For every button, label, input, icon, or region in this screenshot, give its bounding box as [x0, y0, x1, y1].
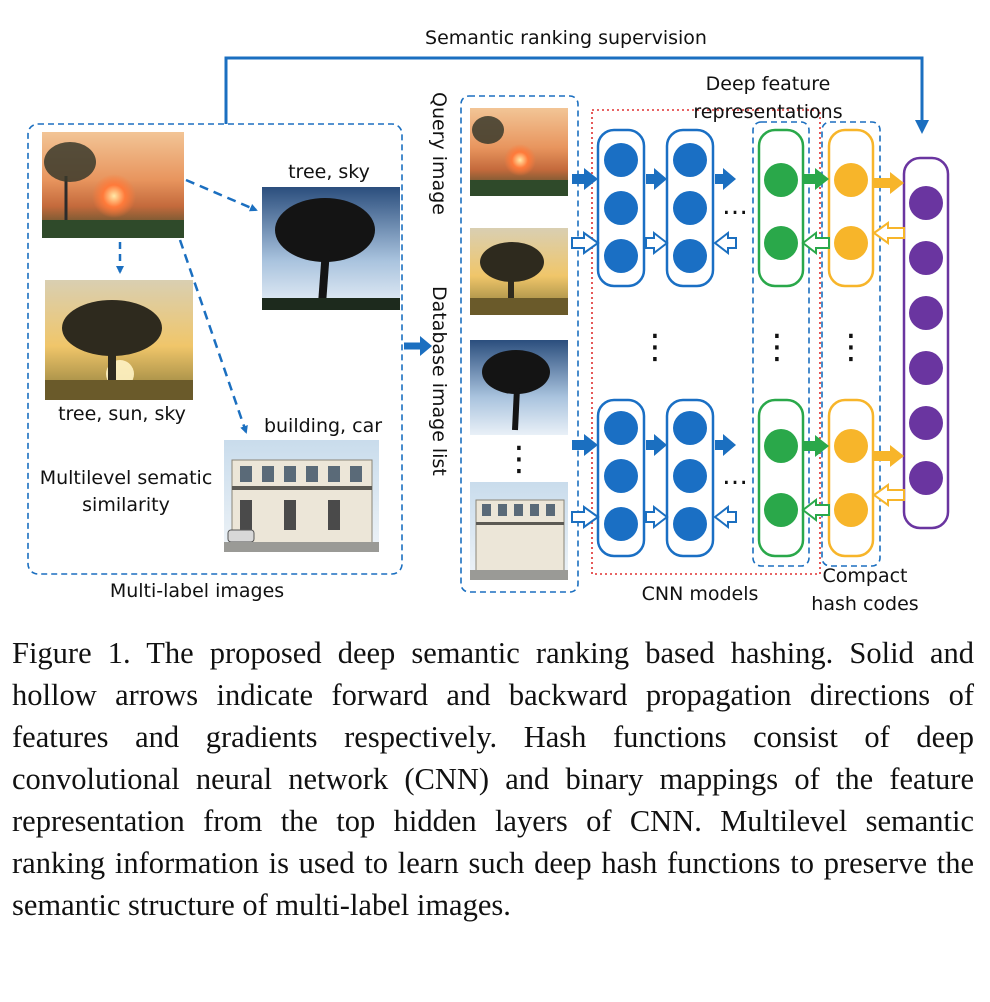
cnn-layer-2-top	[665, 128, 715, 288]
image-meadow-tree	[45, 280, 193, 400]
similarity-arrow-right	[185, 178, 258, 212]
forward-arrows-bottom	[572, 434, 736, 456]
figure-caption: Figure 1. The proposed deep semantic ran…	[12, 636, 974, 922]
forward-arrows-top	[572, 168, 736, 190]
multi-label-images-label: Multi-label images	[110, 580, 284, 602]
backward-arrows-top	[571, 230, 737, 256]
forward-arrows-top-yellow	[874, 172, 904, 194]
cnn-layer-1-bottom	[596, 398, 646, 558]
cnn-layer-1-top	[596, 128, 646, 288]
tag-tree-sun-sky: tree, sun, sky	[58, 403, 186, 425]
feature-layer-top	[757, 128, 805, 288]
hash-layer-box	[821, 121, 881, 567]
column-image-meadow	[470, 228, 568, 315]
supervision-label: Semantic ranking supervision	[425, 27, 707, 49]
vdots-hash: ⋮	[834, 327, 868, 367]
backward-arrow-bottom-yellow	[872, 483, 905, 507]
image-building	[224, 440, 379, 552]
similarity-label-line2: similarity	[82, 494, 170, 516]
backward-arrow-top-green	[801, 230, 830, 256]
deep-feature-label-line2: representations	[693, 101, 842, 123]
backward-arrows-bottom	[571, 504, 737, 530]
forward-arrows-bottom-yellow	[874, 445, 904, 467]
tag-building-car: building, car	[264, 415, 382, 437]
backward-arrow-top-yellow	[872, 221, 905, 245]
hdots-top: …	[722, 191, 748, 221]
compact-label-line1: Compact	[823, 565, 908, 587]
deep-feature-label-line1: Deep feature	[706, 73, 831, 95]
similarity-arrow-diagonal	[178, 239, 248, 434]
column-image-query	[470, 108, 568, 196]
feature-layer-box	[752, 121, 810, 567]
ranking-output-layer	[902, 156, 950, 530]
tag-tree-sky: tree, sky	[288, 161, 370, 183]
image-column-box	[460, 95, 579, 593]
vdots-feature: ⋮	[760, 327, 794, 367]
figure-diagram: Semantic ranking supervision Multi-label…	[27, 27, 950, 615]
column-vdots: ⋮	[502, 439, 536, 479]
cnn-models-box	[591, 109, 821, 575]
cnn-layer-2-bottom	[665, 398, 715, 558]
supervision-arrow	[224, 56, 929, 134]
image-sunset-tree	[42, 132, 184, 238]
similarity-label-line1: Multilevel sematic	[40, 467, 213, 489]
forward-arrows-bottom-green	[803, 435, 829, 457]
backward-arrow-bottom-green	[801, 497, 830, 523]
compact-label-line2: hash codes	[811, 593, 918, 615]
cnn-models-label: CNN models	[642, 583, 759, 605]
multi-label-panel	[27, 123, 403, 575]
vdots-cnn: ⋮	[638, 327, 672, 367]
query-image-label: Query image	[428, 92, 450, 215]
hash-layer-top	[827, 128, 875, 288]
database-image-list-label: Database image list	[428, 286, 450, 476]
image-stormy-tree	[262, 187, 400, 310]
column-image-building	[470, 482, 568, 580]
feature-layer-bottom	[757, 398, 805, 558]
column-image-stormy	[470, 340, 568, 435]
hash-layer-bottom	[827, 398, 875, 558]
hdots-bottom: …	[722, 461, 748, 491]
forward-arrows-top-green	[803, 168, 829, 190]
